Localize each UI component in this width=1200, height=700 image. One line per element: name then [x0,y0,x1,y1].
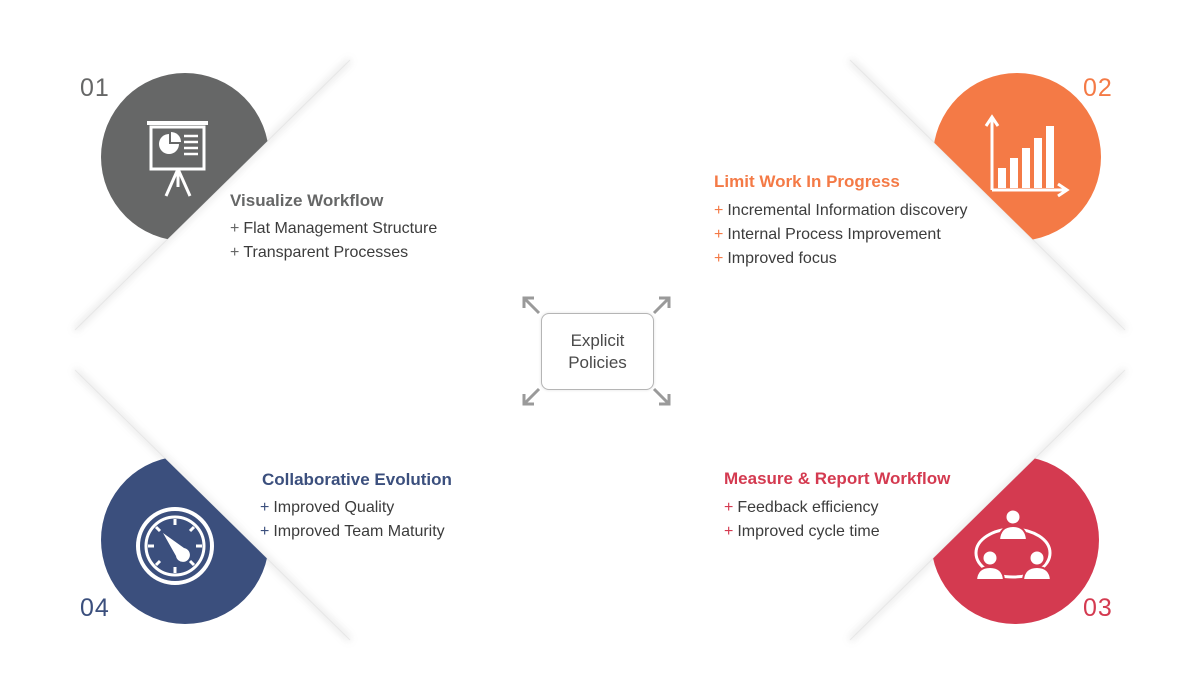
quadrant-01-title: Visualize Workflow [230,191,384,210]
arrow-down-left-icon [522,387,541,406]
list-item: +Improved cycle time [724,523,880,540]
list-item: +Feedback efficiency [724,499,879,516]
quadrant-04-list: +Improved Quality +Improved Team Maturit… [260,496,445,544]
center-label-line1: Explicit [570,330,625,350]
center-label-line2: Policies [568,352,627,372]
circle-01 [101,73,269,241]
quadrant-01-list: +Flat Management Structure +Transparent … [230,217,437,265]
list-item: +Improved focus [714,250,837,267]
list-item: +Improved Quality [260,499,395,516]
circle-04 [101,456,269,624]
step-number-04: 04 [80,594,110,622]
quadrant-02-title: Limit Work In Progress [714,172,900,191]
arrow-down-right-icon [652,387,671,406]
list-item: +Flat Management Structure [230,220,438,237]
step-number-02: 02 [1083,74,1113,102]
step-number-03: 03 [1083,594,1113,622]
arrow-up-left-icon [522,296,541,315]
quadrant-02-list: +Incremental Information discovery +Inte… [714,199,967,271]
list-item: +Incremental Information discovery [714,202,968,219]
explicit-policies-box: Explicit Policies [541,313,654,390]
gauge-icon [136,507,214,585]
presentation-board-icon [147,121,208,197]
bar-chart-icon [984,114,1070,198]
quadrant-03-list: +Feedback efficiency +Improved cycle tim… [724,496,880,544]
quadrant-03-title: Measure & Report Workflow [724,469,951,488]
list-item: +Transparent Processes [230,244,409,261]
list-item: +Internal Process Improvement [714,226,941,243]
team-network-icon [974,507,1053,581]
step-number-01: 01 [80,74,110,102]
list-item: +Improved Team Maturity [260,523,445,540]
quadrant-04-title: Collaborative Evolution [262,470,452,489]
arrow-up-right-icon [652,296,671,315]
center-arrows [522,296,671,406]
